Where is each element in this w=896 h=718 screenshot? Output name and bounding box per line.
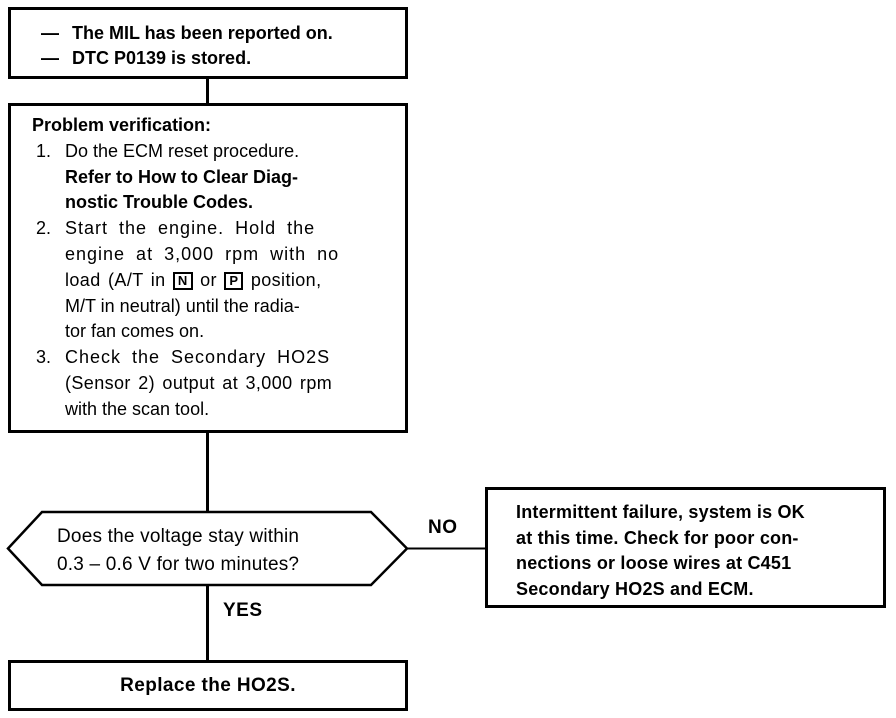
dash-bullet: —: [41, 48, 59, 68]
replace-ho2s-text: Replace the HO2S.: [120, 674, 296, 696]
step-1-line: 1. Do the ECM reset procedure.: [11, 139, 405, 165]
intermittent-failure-line: at this time. Check for poor con-: [516, 527, 799, 548]
step-2-line: engine at 3,000 rpm with no: [65, 243, 340, 264]
step-text: load (A/T in: [65, 269, 166, 290]
step-1-reference-line: nostic Trouble Codes.: [65, 192, 254, 213]
verification-heading: Problem verification:: [32, 115, 212, 135]
step-2-line: 2. Start the engine. Hold the: [11, 216, 405, 242]
start-condition-line: — The MIL has been reported on.: [11, 21, 405, 46]
step-number: 2.: [36, 218, 52, 239]
step-3-line: with the scan tool.: [65, 398, 210, 419]
start-condition-line: — DTC P0139 is stored.: [11, 46, 405, 71]
yes-branch-label: YES: [223, 600, 263, 621]
park-position-icon: P: [224, 271, 244, 290]
intermittent-failure-line: nections or loose wires at C451: [516, 553, 792, 573]
step-number: 1.: [36, 140, 52, 161]
decision-question-line: Does the voltage stay within: [57, 526, 300, 547]
step-2-line: tor fan comes on.: [65, 321, 205, 342]
start-condition-text: The MIL has been reported on.: [72, 23, 333, 43]
step-text: Do the ECM reset procedure.: [65, 140, 300, 161]
step-number: 3.: [36, 347, 52, 368]
neutral-position-icon: N: [172, 271, 193, 290]
decision-question: Does the voltage stay within 0.3 – 0.6 V…: [57, 523, 299, 579]
intermittent-failure-line: Intermittent failure, system is OK: [516, 502, 805, 522]
step-text: position,: [250, 269, 322, 290]
step-2-line: M/T in neutral) until the radia-: [65, 295, 300, 316]
step-text: Check the Secondary HO2S: [65, 347, 331, 368]
decision-question-line: 0.3 – 0.6 V for two minutes?: [57, 554, 300, 575]
no-branch-label: NO: [428, 517, 458, 538]
shift-position-line: load (A/T in N or P position,: [11, 268, 405, 294]
start-condition-box: — The MIL has been reported on. — DTC P013…: [8, 7, 408, 79]
problem-verification-box: Problem verification: 1. Do the ECM reset…: [8, 103, 408, 433]
step-3-line: 3. Check the Secondary HO2S: [11, 345, 405, 371]
intermittent-failure-box: Intermittent failure, system is OK at th…: [485, 487, 886, 608]
decision-hexagon: [6, 510, 409, 587]
step-3-line: (Sensor 2) output at 3,000 rpm: [65, 372, 333, 393]
dash-bullet: —: [41, 23, 59, 43]
step-text: or: [200, 269, 217, 290]
start-condition-text: DTC P0139 is stored.: [72, 48, 252, 68]
replace-ho2s-box: Replace the HO2S.: [8, 660, 408, 711]
intermittent-failure-line: Secondary HO2S and ECM.: [516, 578, 754, 599]
step-text: Start the engine. Hold the: [65, 218, 316, 239]
step-1-reference-line: Refer to How to Clear Diag-: [65, 166, 299, 187]
